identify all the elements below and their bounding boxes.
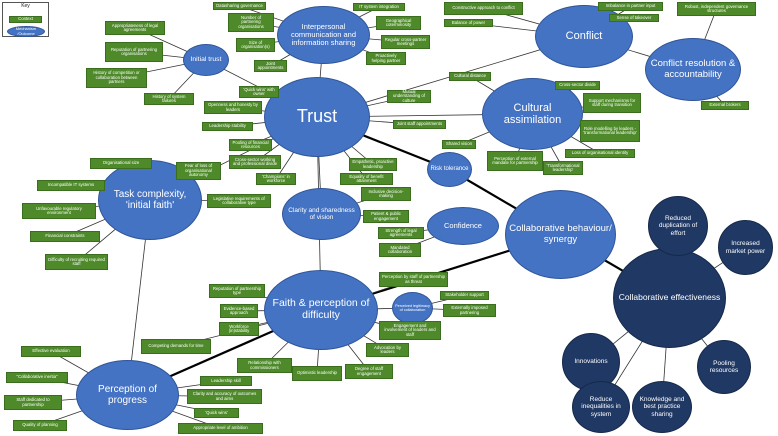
ctx-stakeholder-support: Stakeholder support: [440, 291, 489, 300]
ctx-difficulty-recruiting: Difficulty of recruiting required staff: [45, 254, 108, 270]
node-collaborative-behaviour: Collaborative behaviour/ synergy: [505, 190, 616, 279]
ctx-appropriateness-legal: Appropriateness of legal agreements: [105, 21, 165, 35]
ctx-constructive-approach: Constructive approach to conflict: [444, 2, 523, 15]
node-faith-difficulty: Faith & perception of difficulty: [264, 270, 378, 350]
ctx-incompatible-it: Incompatible IT systems: [37, 180, 105, 191]
ctx-perception-threat: Perception by staff of partnership as th…: [379, 272, 448, 287]
ctx-cross-sector-working: Cross-sector working and professional di…: [229, 155, 281, 169]
ctx-appropriate-ambition: Appropriate level of ambition: [178, 423, 263, 434]
node-conflict-resolution: Conflict resolution & accountability: [645, 38, 741, 101]
ctx-unfavourable-regulatory: Unfavourable regulatory environment: [22, 203, 96, 219]
node-pooling-resources: Pooling resources: [697, 340, 751, 394]
ctx-imbalance-partner-input: Imbalance in partner input: [598, 2, 663, 11]
node-increased-market-power: Increased market power: [718, 220, 773, 275]
node-clarity-vision: Clarity and sharedness of vision: [282, 188, 361, 240]
node-collaborative-effectiveness: Collaborative effectiveness: [613, 248, 726, 348]
ctx-robust-governance: Robust, independent governance structure…: [677, 2, 756, 16]
ctx-sense-of-takeover: Sense of takeover: [609, 14, 659, 22]
ctx-workforce-instability: Workforce (in)stability: [219, 322, 259, 336]
ctx-reputation-partnership-type: Reputation of partnership type: [209, 284, 265, 298]
ctx-proactive-partner: Proactively helping partner: [366, 52, 406, 65]
ctx-datasharing-governance: Datasharing governance: [213, 2, 266, 10]
node-perception-progress: Perception of progress: [76, 360, 179, 430]
ctx-regular-meetings: Regular cross-partner meetings: [381, 35, 430, 49]
ctx-relationship-commissioners: Relationship with commissioners: [237, 358, 292, 373]
node-knowledge-sharing: Knowledge and best practice sharing: [632, 381, 692, 433]
ctx-externally-imposed: Externally imposed partnering: [443, 304, 496, 317]
ctx-advocation-leaders: Advocation by leaders: [366, 343, 409, 357]
ctx-competing-demands: Competing demands for time: [141, 339, 211, 354]
ctx-inclusive-decision-making: Inclusive decision-making: [361, 187, 411, 201]
ctx-engagement-involvement: Engagement and involvement of leaders an…: [379, 321, 441, 340]
ctx-quick-wins-owner: 'Quick wins' with owner: [239, 86, 279, 98]
ctx-cross-sector-divide: Cross-sector divide: [555, 81, 600, 90]
ctx-reputation-organisations: Reputation of partnering organisations: [105, 42, 163, 62]
ctx-external-brokers: External brokers: [701, 101, 749, 110]
ctx-leadership-skill: Leadership skill: [200, 376, 252, 386]
node-interpersonal-communication: Interpersonal communication and informat…: [277, 6, 370, 64]
ctx-evidence-based: Evidence-based approach: [220, 304, 258, 318]
node-initial-trust: Initial trust: [183, 44, 229, 76]
ctx-cultural-distance: Cultural distance: [449, 72, 491, 81]
ctx-mutual-understanding: Mutual understanding of culture: [387, 89, 431, 103]
ctx-shared-vision: Shared vision: [442, 140, 476, 149]
ctx-collaborative-inertia: "Collaborative inertia": [6, 372, 68, 383]
ctx-external-mandate: Perception of external mandate for partn…: [487, 151, 543, 171]
ctx-degree-staff-engagement: Degree of staff engagement: [345, 364, 393, 379]
ctx-transformational-leadership: 'Transformational leadership': [543, 161, 583, 175]
ctx-quality-of-planning: Quality of planning: [13, 420, 67, 431]
ctx-role-modelling: Role modelling by leaders - 'transformat…: [580, 120, 640, 142]
ctx-history-competition: History of competition or collaboration …: [86, 68, 147, 88]
ctx-staff-dedicated: Staff dedicated to partnership: [4, 395, 62, 410]
legend-title: Key: [21, 3, 30, 9]
ctx-effective-evaluation: Effective evaluation: [21, 346, 81, 357]
ctx-size-of-organisations: Size of organisation(s): [236, 38, 275, 52]
ctx-loss-of-identity: Loss of organisational identity: [565, 149, 635, 158]
ctx-fear-autonomy: Fear of loss of organisational autonomy: [176, 162, 221, 180]
node-risk-tolerance: Risk tolerance: [427, 152, 472, 187]
ctx-balance-of-power: Balance of power: [444, 19, 493, 27]
legend-context-swatch: Context: [9, 16, 42, 23]
ctx-patient-engagement: Patient & public engagement: [363, 210, 409, 223]
ctx-optimistic-leadership: Optimistic leadership: [292, 366, 342, 381]
ctx-pooling-financial: Pooling of financial resources: [229, 139, 272, 151]
ctx-openness-honesty: Openness and honesty by leaders: [204, 101, 262, 114]
ctx-joint-appointments-top: Joint appointments: [254, 60, 287, 72]
ctx-leadership-stability: Leadership stability: [202, 122, 253, 131]
ctx-legislative-requirements: Legislative requirements of collaborativ…: [207, 194, 271, 208]
ctx-history-system-failures: History of system failures: [144, 93, 194, 105]
node-reduced-duplication: Reduced duplication of effort: [648, 196, 708, 256]
ctx-support-mechanisms: Support mechanisms for staff during tran…: [583, 93, 641, 113]
ctx-quick-wins: 'Quick wins': [194, 408, 239, 418]
ctx-joint-staff-appointments: Joint staff appointments: [393, 120, 446, 129]
ctx-strength-legal: Strength of legal agreements: [378, 227, 424, 239]
ctx-clarity-outcomes: Clarity and accuracy of outcomes and aim…: [187, 389, 262, 404]
node-cultural-assimilation: Cultural assimilation: [482, 78, 583, 150]
node-confidence: Confidence: [427, 207, 499, 245]
ctx-geographical-coterminosity: Geographical coterminosity: [376, 16, 421, 30]
ctx-it-system-integration: IT system integration: [353, 3, 405, 11]
node-perceived-legitimacy: Perceived legitimacy of collaboration: [392, 292, 433, 324]
ctx-mandated-collaboration: Mandated collaboration: [379, 243, 421, 257]
node-reduce-inequalities: Reduce inequalities in system: [572, 381, 630, 433]
ctx-number-of-organisations: Number of partnering organisations: [228, 13, 274, 32]
node-trust: Trust: [264, 77, 370, 157]
legend-mechanism-swatch: Mechanism /Outcome: [7, 26, 45, 37]
ctx-champions-workforce: 'Champions' in workforce: [256, 173, 296, 185]
ctx-financial-constraints: Financial constraints: [30, 231, 100, 242]
ctx-organisational-size: Organisational size: [90, 158, 152, 169]
ctx-empathetic-leadership: Empathetic, proactive leadership: [349, 158, 397, 171]
ctx-equality-benefit: Equality of benefit attainment: [340, 173, 393, 185]
legend-key: Key Context Mechanism /Outcome: [2, 2, 49, 37]
